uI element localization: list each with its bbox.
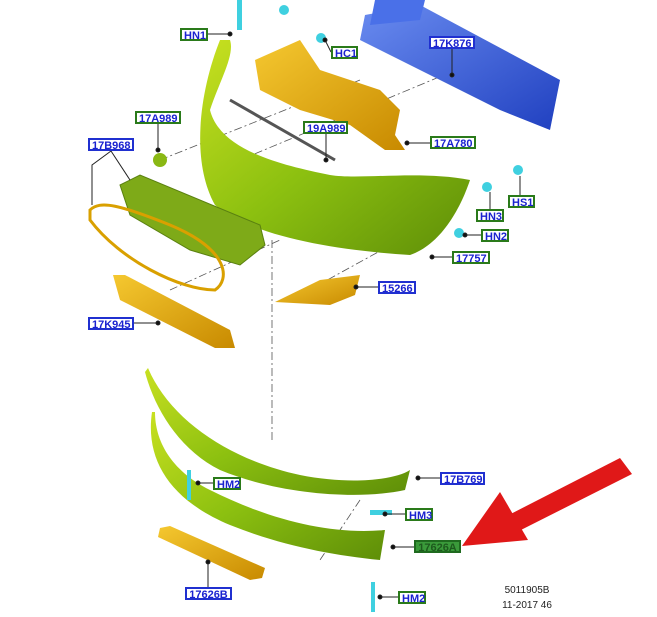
callout-17B968[interactable]: 17B968 <box>88 138 134 152</box>
callout-HN3[interactable]: HN3 <box>476 209 504 223</box>
callout-HM2-lower[interactable]: HM2 <box>398 591 426 605</box>
callout-15266[interactable]: 15266 <box>378 281 416 295</box>
callout-HM2-upper[interactable]: HM2 <box>213 477 241 491</box>
callout-HN2[interactable]: HN2 <box>481 229 509 243</box>
absorber-17A780 <box>255 40 405 150</box>
cover-17A989 <box>153 153 167 167</box>
callout-HC1[interactable]: HC1 <box>331 46 358 60</box>
callout-17626B[interactable]: 17626B <box>185 587 232 601</box>
bumper-cover-17757 <box>200 40 470 255</box>
leader-lines <box>91 31 521 600</box>
callout-HN1[interactable]: HN1 <box>180 28 208 42</box>
date-code: 11-2017 46 <box>502 600 552 611</box>
lower-bumper-17626A <box>150 412 385 560</box>
callout-17B769[interactable]: 17B769 <box>440 472 485 486</box>
callout-17757[interactable]: 17757 <box>452 251 490 265</box>
grille-17B968 <box>119 174 266 266</box>
fog-bezel-15266 <box>275 275 360 305</box>
bracket-17626B <box>158 526 265 580</box>
callout-17626A-highlighted[interactable]: 17626A <box>414 540 461 554</box>
red-arrow-pointer <box>462 458 632 546</box>
diagram-number: 5011905B <box>504 585 550 596</box>
grille-surround <box>88 203 225 292</box>
reinforcement-beam-17K876 <box>360 0 560 130</box>
callout-17A989[interactable]: 17A989 <box>135 111 181 125</box>
callout-17A780[interactable]: 17A780 <box>430 136 476 150</box>
callout-19A989[interactable]: 19A989 <box>303 121 348 135</box>
lower-grille-17K945 <box>113 275 235 348</box>
molding-19A989 <box>229 98 336 162</box>
spoiler-17B769 <box>145 368 410 495</box>
callout-HS1[interactable]: HS1 <box>508 195 535 209</box>
callout-17K876[interactable]: 17K876 <box>429 36 475 50</box>
callout-HM3[interactable]: HM3 <box>405 508 433 522</box>
callout-17K945[interactable]: 17K945 <box>88 317 134 331</box>
